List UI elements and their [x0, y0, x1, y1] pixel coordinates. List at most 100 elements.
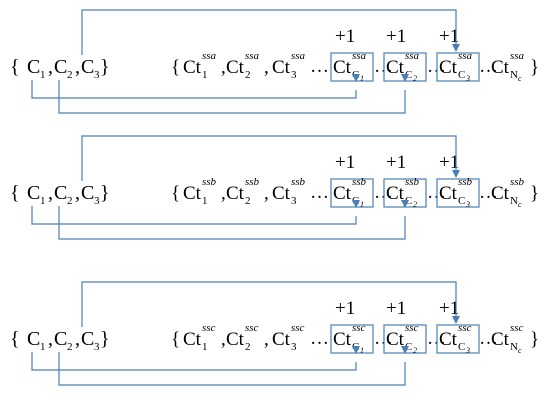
last-count-term-sub: N — [510, 341, 518, 353]
c3-to-term-arrowhead — [452, 44, 460, 52]
increment-label-1: +1 — [335, 26, 355, 47]
count-term-2-base: Ct — [226, 57, 245, 78]
selected-term-sub: C — [458, 195, 465, 207]
set-comma: , — [48, 56, 53, 78]
highlight-box-1 — [330, 324, 374, 354]
last-count-term-sup: ssb — [510, 176, 525, 188]
sequence-comma: , — [221, 183, 226, 204]
last-count-term-base: Ct — [491, 57, 510, 78]
selected-term-base: Ct — [439, 329, 458, 350]
selected-term-subsub: 1 — [360, 200, 364, 209]
selected-term-subsub: 3 — [465, 200, 470, 209]
sequence-close-brace: } — [530, 183, 539, 204]
selected-term-sub: C — [458, 341, 465, 353]
last-count-term-subsub: c — [518, 200, 522, 209]
highlight-box-1 — [330, 178, 374, 208]
sequence-close-brace: } — [530, 329, 539, 350]
mapping-row-1: {C1,C2,C3}{Ctssa1,Ctssa2,Ctssa3…CtssaC1…… — [10, 9, 539, 114]
count-term-1-sub: 1 — [202, 69, 208, 81]
set-comma: , — [75, 56, 80, 78]
set-element-2-base: C — [54, 56, 67, 78]
set-element-1-sub: 1 — [40, 341, 46, 353]
selected-term-sup: ssb — [458, 176, 473, 188]
sequence-ellipsis: … — [310, 328, 329, 349]
selected-term-base: Ct — [333, 57, 352, 78]
count-sequence: {Ctssa1,Ctssa2,Ctssa3…CtssaC1…CtssaC2…Ct… — [171, 50, 539, 83]
selected-term-sup: ssb — [405, 176, 420, 188]
c2-to-term-line — [58, 80, 406, 114]
count-term-3-sup: ssb — [291, 176, 306, 188]
set-element-1-sub: 1 — [40, 195, 46, 207]
selected-term-sup: ssa — [405, 50, 420, 62]
count-term-1-sub: 1 — [202, 195, 208, 207]
sequence-ellipsis: … — [479, 328, 498, 349]
increment-label-3: +1 — [439, 298, 459, 319]
selected-term-subsub: 3 — [465, 346, 470, 355]
count-term-2-sub: 2 — [245, 341, 251, 353]
selected-term-sup: ssa — [458, 50, 473, 62]
count-term-3-sub: 3 — [291, 195, 297, 207]
set-comma: , — [48, 182, 53, 204]
sequence-comma: , — [264, 329, 269, 350]
selected-term-subsub: 2 — [413, 200, 417, 209]
selected-count-term-1: CtssaC1 — [330, 50, 374, 83]
selected-term-base: Ct — [386, 329, 405, 350]
c1-to-term-arrowhead — [352, 346, 360, 354]
set-element-2-base: C — [54, 182, 67, 204]
sequence-open-brace: { — [171, 329, 180, 350]
set-element-1-sub: 1 — [40, 69, 46, 81]
count-term-2-sub: 2 — [245, 195, 251, 207]
set-open-brace: { — [10, 328, 20, 350]
selected-term-sub: C — [405, 341, 412, 353]
last-count-term-sub: N — [510, 69, 518, 81]
sequence-ellipsis: … — [479, 56, 498, 77]
set-open-brace: { — [10, 56, 20, 78]
last-count-term-base: Ct — [491, 183, 510, 204]
sequence-open-brace: { — [171, 183, 180, 204]
set-element-3-sub: 3 — [94, 69, 100, 81]
c3-to-term-line — [81, 9, 457, 55]
set-close-brace: } — [100, 328, 110, 350]
increment-label-3: +1 — [439, 26, 459, 47]
c1-to-term-line — [31, 352, 357, 371]
count-term-2-base: Ct — [226, 183, 245, 204]
c1-to-term-line — [31, 80, 357, 99]
set-element-2-sub: 2 — [67, 195, 73, 207]
sequence-comma: , — [264, 57, 269, 78]
count-term-1-sup: ssa — [202, 50, 217, 62]
set-element-3-base: C — [81, 328, 94, 350]
count-sequence: {Ctssc1,Ctssc2,Ctssc3…CtsscC1…CtsscC2…Ct… — [171, 322, 539, 355]
c1-to-term-arrowhead — [352, 74, 360, 82]
count-term-3-sub: 3 — [291, 341, 297, 353]
count-term-1-base: Ct — [183, 57, 202, 78]
sequence-comma: , — [264, 183, 269, 204]
selected-term-base: Ct — [386, 57, 405, 78]
count-term-3-base: Ct — [272, 329, 291, 350]
count-term-1-sup: ssc — [202, 322, 216, 334]
c2-to-term-line — [58, 206, 406, 240]
set-close-brace: } — [100, 56, 110, 78]
set-element-1-base: C — [27, 56, 40, 78]
increment-label-1: +1 — [335, 298, 355, 319]
c3-to-term-line — [81, 135, 457, 181]
set-open-brace: { — [10, 182, 20, 204]
c2-to-term-arrowhead — [401, 200, 409, 208]
selected-count-term-1: CtssbC1 — [330, 176, 374, 209]
set-element-2-base: C — [54, 328, 67, 350]
selected-term-sub: C — [405, 195, 412, 207]
last-count-term-sup: ssc — [510, 322, 524, 334]
sequence-close-brace: } — [530, 57, 539, 78]
count-term-3-sub: 3 — [291, 69, 297, 81]
set-comma: , — [75, 182, 80, 204]
selected-term-sup: ssc — [458, 322, 472, 334]
count-term-2-sub: 2 — [245, 69, 251, 81]
selected-term-base: Ct — [386, 183, 405, 204]
